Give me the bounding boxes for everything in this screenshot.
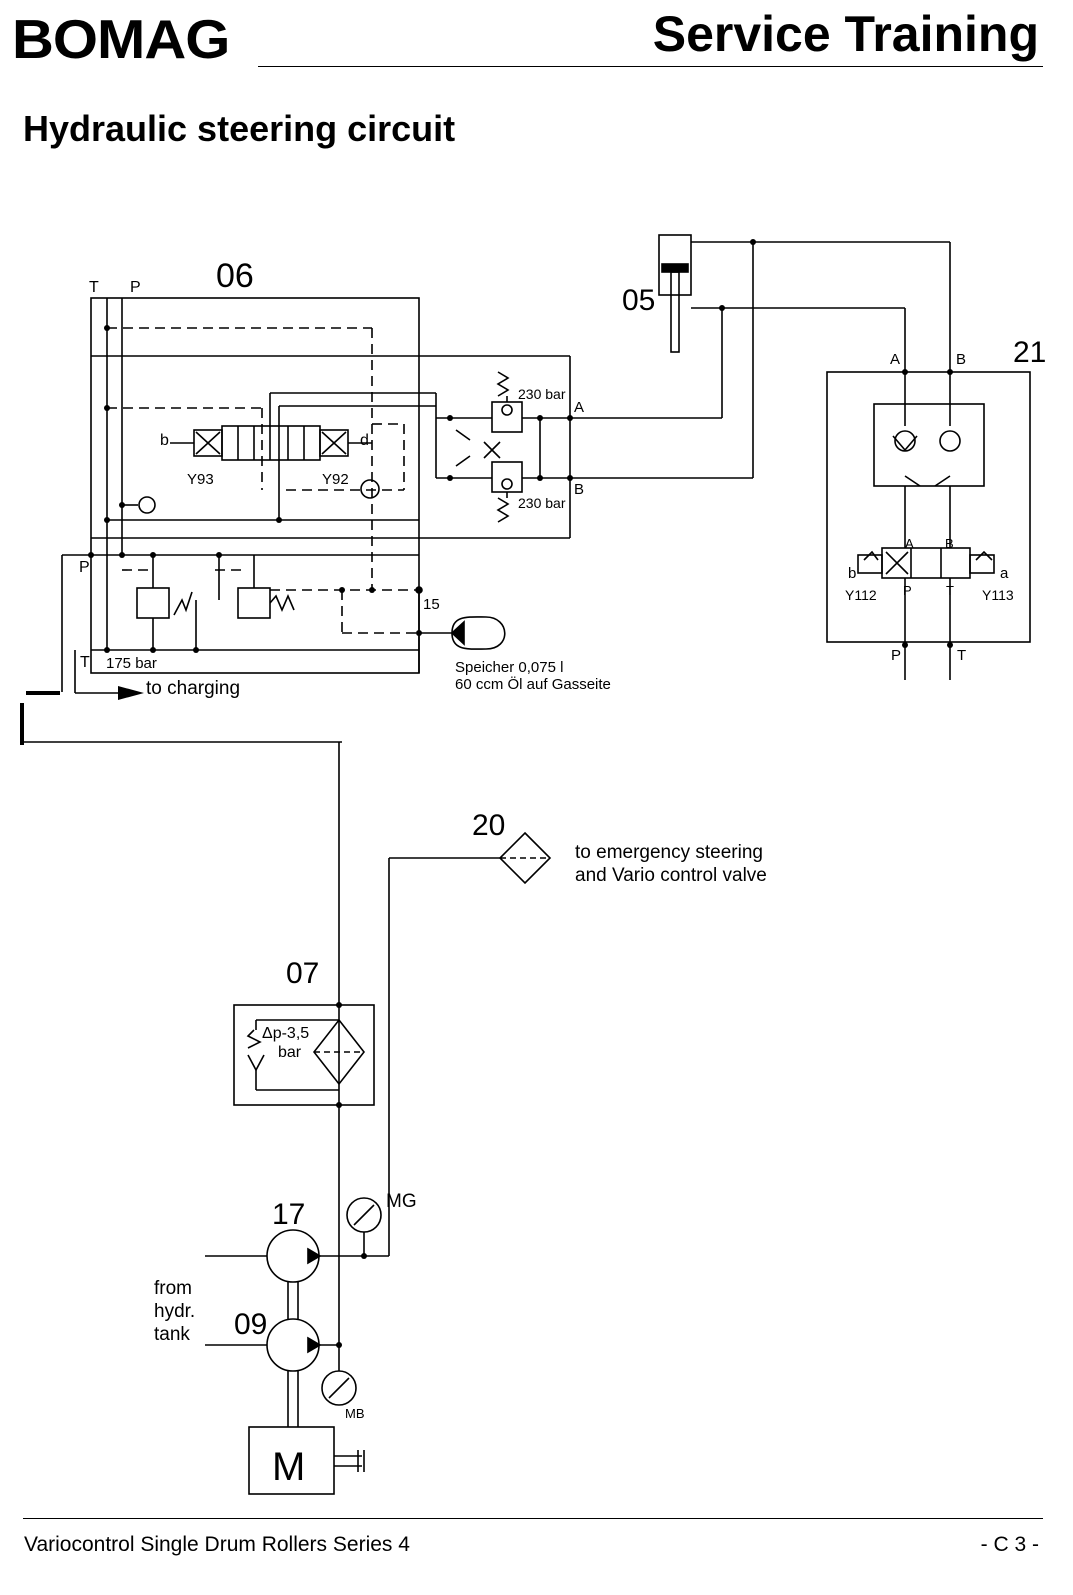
port-b-06: B bbox=[574, 481, 584, 498]
spool-b-21: B bbox=[945, 536, 954, 551]
label-15: 15 bbox=[423, 596, 440, 613]
label-17: 17 bbox=[272, 1198, 305, 1231]
port-a-06: A bbox=[574, 399, 584, 416]
label-y113: Y113 bbox=[982, 587, 1014, 603]
label-tank: tank bbox=[154, 1324, 190, 1345]
label-a-y113: a bbox=[1000, 565, 1009, 582]
label-emergency-2: and Vario control valve bbox=[575, 865, 767, 886]
label-175bar: 175 bar bbox=[106, 655, 157, 672]
label-05: 05 bbox=[622, 284, 655, 317]
port-p-lower: P bbox=[79, 559, 90, 576]
label-07: 07 bbox=[286, 957, 319, 990]
label-b-y112: b bbox=[848, 565, 856, 582]
label-20: 20 bbox=[472, 809, 505, 842]
label-21: 21 bbox=[1013, 336, 1046, 369]
port-a-21: A bbox=[890, 351, 900, 368]
label-to-charging: to charging bbox=[146, 678, 240, 699]
spool-t-21: T bbox=[946, 583, 954, 598]
label-from: from bbox=[154, 1278, 192, 1299]
label-06: 06 bbox=[216, 257, 254, 295]
port-p-21: P bbox=[891, 647, 901, 664]
label-mg: MG bbox=[386, 1191, 417, 1212]
motor-m bbox=[248, 1426, 365, 1495]
label-speicher-2: 60 ccm Öl auf Gasseite bbox=[455, 675, 611, 693]
spool-a-21: A bbox=[905, 536, 914, 551]
port-t-21: T bbox=[957, 647, 966, 664]
label-emergency-1: to emergency steering bbox=[575, 842, 763, 863]
steering-unit-06 bbox=[90, 297, 571, 674]
port-p-06: P bbox=[130, 279, 141, 296]
page-title: Hydraulic steering circuit bbox=[23, 108, 456, 149]
page-number: - C 3 - bbox=[980, 1533, 1039, 1556]
label-dp-1: Δp-3,5 bbox=[262, 1025, 309, 1042]
port-t-lower: T bbox=[80, 654, 90, 671]
label-dp-2: bar bbox=[278, 1044, 302, 1061]
bomag-logo: BOMAG bbox=[12, 8, 230, 71]
label-09: 09 bbox=[234, 1308, 267, 1341]
charging-line bbox=[22, 554, 342, 1345]
footer-rule bbox=[23, 1518, 1043, 1519]
label-230bar-top: 230 bar bbox=[518, 386, 566, 402]
label-d-y92: d bbox=[360, 432, 369, 449]
label-b-y93: b bbox=[160, 432, 169, 449]
pump-17 bbox=[205, 1197, 389, 1283]
label-y92: Y92 bbox=[322, 471, 349, 488]
pump-09 bbox=[205, 1282, 357, 1427]
label-speicher-1: Speicher 0,075 l bbox=[455, 659, 563, 676]
label-230bar-bottom: 230 bar bbox=[518, 495, 566, 511]
port-b-21: B bbox=[956, 351, 966, 368]
steering-cylinder-05 bbox=[570, 234, 951, 479]
label-mb: MB bbox=[345, 1406, 365, 1421]
filter-07 bbox=[233, 1004, 375, 1106]
header-title: Service Training bbox=[652, 6, 1039, 62]
label-hydr: hydr. bbox=[154, 1301, 195, 1322]
header-rule bbox=[258, 66, 1043, 67]
label-y93: Y93 bbox=[187, 471, 214, 488]
spool-p-21: P bbox=[903, 583, 912, 598]
port-t-06: T bbox=[89, 279, 99, 296]
footer-text: Variocontrol Single Drum Rollers Series … bbox=[24, 1533, 410, 1556]
label-y112: Y112 bbox=[845, 587, 877, 603]
vario-valve-21 bbox=[826, 371, 1031, 680]
filter-20 bbox=[388, 831, 552, 1256]
label-motor-m: M bbox=[272, 1445, 305, 1489]
